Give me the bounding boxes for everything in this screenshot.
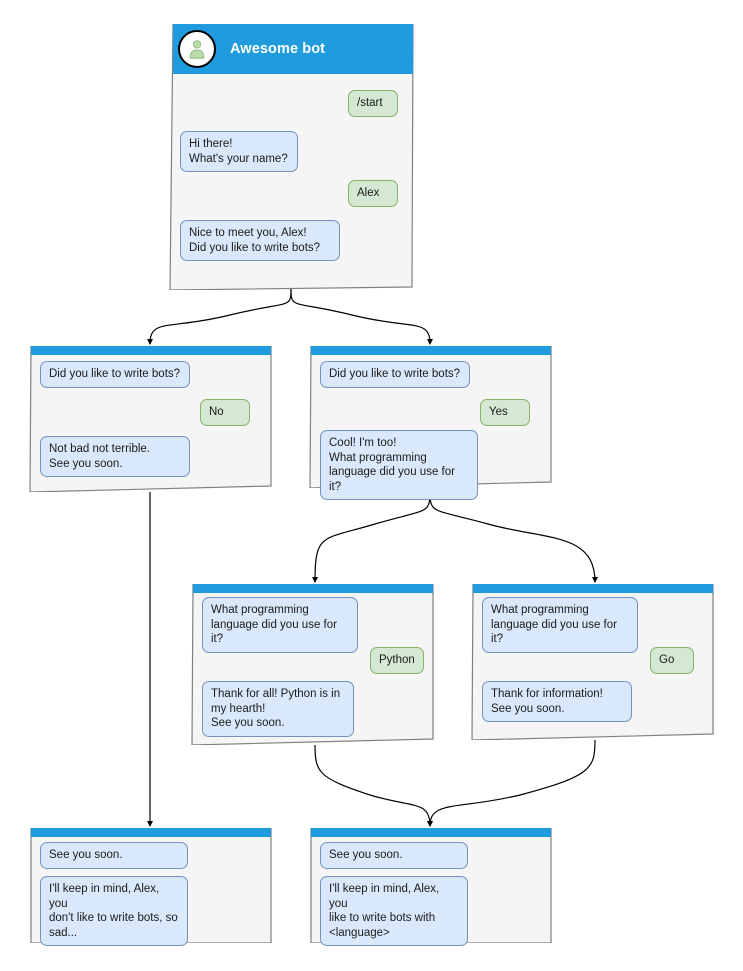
edge-yes-to-python <box>312 487 431 583</box>
message-bubble-bot: Hi there! What's your name? <box>180 131 298 172</box>
node-root-content: Awesome bot /start Hi there! What's your… <box>168 24 414 290</box>
edge-root-to-no <box>147 286 292 345</box>
message-bubble-bot: Not bad not terrible. See you soon. <box>40 436 190 477</box>
message-bubble-bot: Cool! I'm too! What programming language… <box>320 430 478 500</box>
message-bubble-bot: Thank for information! See you soon. <box>482 681 632 722</box>
message-bubble-user: Alex <box>348 180 398 207</box>
bot-title: Awesome bot <box>230 41 326 57</box>
node-python-branch[interactable]: What programming language did you use fo… <box>190 584 436 745</box>
message-bubble-bot: What programming language did you use fo… <box>202 597 358 653</box>
edge-yes-to-go <box>429 487 598 583</box>
node-yes-branch[interactable]: Did you like to write bots? Yes Cool! I'… <box>308 346 554 500</box>
message-bubble-user: Yes <box>480 399 530 426</box>
message-bubble-bot: Did you like to write bots? <box>40 361 190 388</box>
node-end-no[interactable]: See you soon. I'll keep in mind, Alex, y… <box>28 828 274 946</box>
message-bubble-bot: See you soon. <box>40 842 188 869</box>
node-end-yes-content: See you soon. I'll keep in mind, Alex, y… <box>308 828 554 946</box>
node-root[interactable]: Awesome bot /start Hi there! What's your… <box>168 24 414 290</box>
message-bubble-bot: See you soon. <box>320 842 468 869</box>
message-bubble-bot: Did you like to write bots? <box>320 361 470 388</box>
edge-go-to-end <box>427 739 596 827</box>
node-go-branch-content: What programming language did you use fo… <box>470 584 716 740</box>
node-end-yes[interactable]: See you soon. I'll keep in mind, Alex, y… <box>308 828 554 946</box>
message-bubble-bot: What programming language did you use fo… <box>482 597 638 653</box>
node-no-branch[interactable]: Did you like to write bots? No Not bad n… <box>28 346 274 492</box>
person-icon-glyph <box>189 40 205 59</box>
message-bubble-user: Python <box>370 647 424 674</box>
node-no-branch-content: Did you like to write bots? No Not bad n… <box>28 346 274 492</box>
node-end-no-content: See you soon. I'll keep in mind, Alex, y… <box>28 828 274 946</box>
node-go-branch[interactable]: What programming language did you use fo… <box>470 584 716 740</box>
message-bubble-user: /start <box>348 90 398 117</box>
message-bubble-bot: I'll keep in mind, Alex, you like to wri… <box>320 876 468 946</box>
message-bubble-bot: Nice to meet you, Alex! Did you like to … <box>180 220 340 261</box>
message-bubble-user: Go <box>650 647 694 674</box>
edge-python-to-end <box>314 744 433 827</box>
chat-header: Awesome bot <box>168 24 414 74</box>
edge-root-to-yes <box>290 286 433 345</box>
message-bubble-user: No <box>200 399 250 426</box>
person-icon <box>178 30 216 68</box>
message-bubble-bot: Thank for all! Python is in my hearth! S… <box>202 681 354 737</box>
node-python-branch-content: What programming language did you use fo… <box>190 584 436 745</box>
message-bubble-bot: I'll keep in mind, Alex, you don't like … <box>40 876 188 946</box>
node-yes-branch-content: Did you like to write bots? Yes Cool! I'… <box>308 346 554 500</box>
